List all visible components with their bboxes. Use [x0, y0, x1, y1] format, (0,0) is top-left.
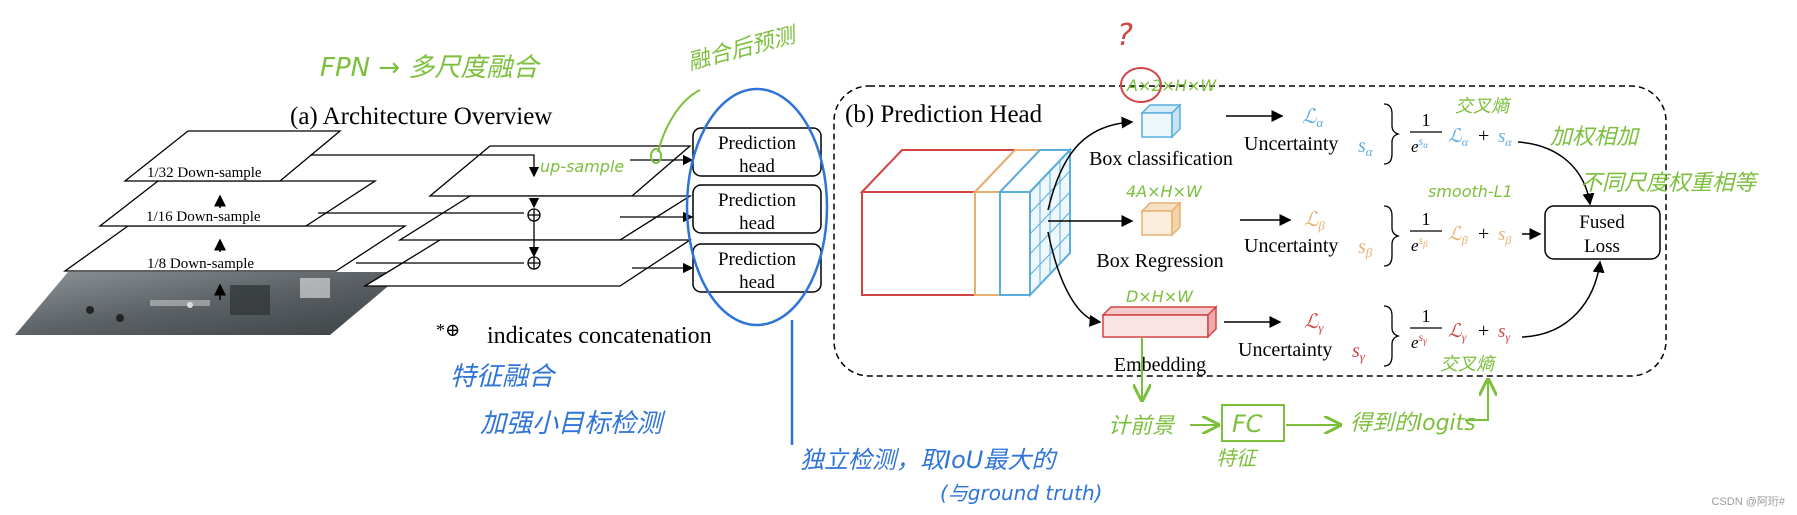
note-emb-loss: 交叉熵 [1440, 354, 1497, 375]
loss-block-emb: ℒγ Uncertainty sγ [1238, 311, 1366, 364]
question-circle [1120, 67, 1162, 103]
head-title: (b) Prediction Head [845, 101, 1043, 128]
note-logits: 得到的logits [1350, 411, 1476, 436]
concat-symbol-bot [527, 256, 541, 270]
watermark: CSDN @阿珩# [1711, 496, 1785, 508]
fused-loss-box: Fused Loss [1544, 205, 1661, 260]
note-reg-dims: 4A×H×W [1126, 182, 1203, 201]
svg-text:+: + [1478, 320, 1489, 342]
concat-note: indicates concatenation [487, 323, 712, 349]
svg-text:ℒγ: ℒγ [1304, 311, 1324, 335]
branch-label-emb: Embedding [1114, 354, 1206, 376]
svg-text:1: 1 [1422, 110, 1431, 130]
note-gt: (与ground truth) [940, 481, 1102, 505]
svg-text:ℒα: ℒα [1448, 126, 1469, 149]
layer-label-1-32: 1/32 Down-sample [147, 165, 262, 181]
svg-text:Uncertainty: Uncertainty [1238, 339, 1332, 361]
note-feature-fusion: 特征融合 [450, 362, 557, 392]
loss-block-cls: ℒα Uncertainty sα [1244, 106, 1374, 159]
reg-cube [1140, 201, 1182, 237]
plane-1-8 [62, 225, 408, 272]
svg-text:sβ: sβ [1358, 236, 1373, 260]
fc-box [1221, 404, 1285, 442]
plane-1-32 [123, 130, 342, 182]
svg-text:esα: esα [1411, 134, 1428, 156]
branch-label-reg: Box Regression [1096, 250, 1223, 272]
note-small-targets: 加强小目标检测 [480, 409, 666, 439]
svg-text:sγ: sγ [1498, 321, 1510, 344]
svg-text:sα: sα [1358, 135, 1374, 159]
svg-text:ℒβ: ℒβ [1304, 209, 1325, 233]
emb-bar [1101, 305, 1218, 339]
svg-text:Uncertainty: Uncertainty [1244, 133, 1338, 155]
prediction-head-2: Prediction head [692, 184, 822, 234]
architecture-title: (a) Architecture Overview [290, 103, 552, 130]
svg-text:sβ: sβ [1498, 224, 1511, 247]
cls-cube [1140, 103, 1182, 139]
note-fc: FC [1232, 410, 1263, 438]
svg-text:Prediction: Prediction [718, 249, 797, 270]
note-emb-dims: D×H×W [1126, 287, 1194, 306]
concat-symbol-mid [527, 208, 541, 222]
svg-text:sγ: sγ [1352, 340, 1366, 364]
svg-text:esβ: esβ [1411, 233, 1428, 255]
svg-text:ℒβ: ℒβ [1448, 224, 1468, 247]
note-uncertainty-weight: 不同尺度权重相等 [1580, 171, 1759, 196]
note-reg-loss: smooth-L1 [1428, 182, 1513, 201]
formula-reg: 1 esβ ℒβ + sβ [1410, 209, 1511, 255]
svg-text:ℒα: ℒα [1302, 106, 1324, 130]
svg-text:Prediction: Prediction [718, 133, 797, 154]
formula-emb: 1 esγ ℒγ + sγ [1410, 306, 1510, 352]
loss-block-reg: ℒβ Uncertainty sβ [1244, 209, 1373, 260]
svg-text:1: 1 [1422, 306, 1431, 326]
note-fpn: FPN → 多尺度融合 [320, 53, 541, 83]
svg-text:+: + [1478, 125, 1489, 147]
svg-text:Fused: Fused [1579, 212, 1625, 233]
note-cls-dims: A×2×H×W [1126, 76, 1217, 95]
svg-text:Prediction: Prediction [718, 190, 797, 211]
note-independent: 独立检测，取IoU最大的 [800, 446, 1058, 474]
layer-label-1-16: 1/16 Down-sample [146, 209, 261, 225]
svg-text:head: head [739, 272, 775, 293]
svg-text:sα: sα [1498, 126, 1512, 149]
svg-text:1: 1 [1422, 209, 1431, 229]
right-plane-mid [397, 195, 693, 241]
note-feat: 特征 [1216, 446, 1259, 470]
heads-ellipse [685, 87, 829, 327]
question-mark: ? [1117, 18, 1133, 53]
svg-text:Uncertainty: Uncertainty [1244, 235, 1338, 257]
note-upsample: up-sample [540, 157, 624, 176]
layer-label-1-8: 1/8 Down-sample [147, 256, 254, 272]
branch-label-cls: Box classification [1089, 148, 1233, 170]
prediction-head-1: Prediction head [692, 127, 822, 177]
prediction-head-panel [833, 85, 1667, 377]
feature-cube [859, 147, 1073, 298]
svg-text:ℒγ: ℒγ [1448, 321, 1467, 344]
note-after-fusion: 融合后预测 [685, 22, 801, 75]
svg-text:head: head [739, 213, 775, 234]
svg-text:Loss: Loss [1584, 236, 1620, 257]
prediction-head-3: Prediction head [692, 243, 822, 293]
svg-text:+: + [1478, 223, 1489, 245]
note-cls-loss: 交叉熵 [1455, 96, 1512, 117]
svg-text:esγ: esγ [1411, 330, 1427, 352]
concat-symbol: *⊕ [436, 320, 460, 340]
note-weighted-sum: 加权相加 [1550, 125, 1641, 150]
street-image [15, 272, 405, 335]
svg-text:head: head [739, 156, 775, 177]
note-fg: 计前景 [1108, 414, 1176, 439]
plane-1-16 [98, 180, 378, 227]
